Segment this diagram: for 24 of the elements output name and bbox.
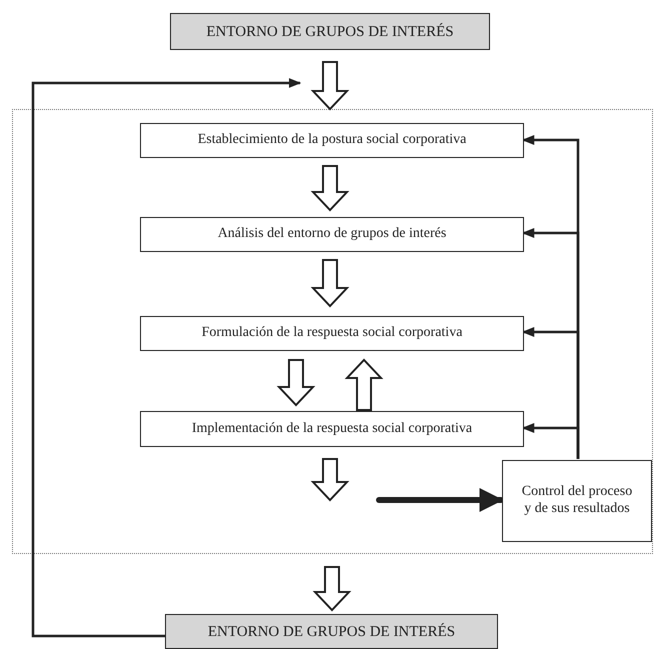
process-box bbox=[140, 217, 524, 252]
box-label: Establecimiento de la postura social corporativa bbox=[198, 132, 466, 149]
hollow-arrow bbox=[310, 458, 350, 502]
context-box bbox=[170, 13, 490, 50]
process-box bbox=[502, 460, 652, 542]
dotted-region bbox=[12, 109, 653, 554]
hollow-arrow bbox=[310, 61, 350, 110]
box-label: ENTORNO DE GRUPOS DE INTERÉS bbox=[206, 22, 454, 40]
hollow-arrow bbox=[310, 259, 350, 308]
box-label: Control del proceso y de sus resultados bbox=[520, 484, 634, 518]
box-label: Formulación de la respuesta social corporativa bbox=[202, 325, 462, 342]
box-label: Implementación de la respuesta social corporativa bbox=[192, 420, 472, 438]
hollow-arrow bbox=[344, 358, 384, 411]
process-box bbox=[140, 411, 524, 447]
hollow-arrow bbox=[276, 359, 316, 406]
process-box bbox=[140, 316, 524, 351]
process-box bbox=[140, 123, 524, 158]
hollow-arrow bbox=[310, 165, 350, 212]
box-label: Análisis del entorno de grupos de interés bbox=[218, 226, 446, 243]
thick-arrow bbox=[376, 488, 504, 512]
box-label: ENTORNO DE GRUPOS DE INTERÉS bbox=[208, 622, 456, 640]
hollow-arrow bbox=[312, 566, 352, 612]
connector-arrow bbox=[32, 78, 302, 638]
context-box bbox=[165, 614, 498, 649]
